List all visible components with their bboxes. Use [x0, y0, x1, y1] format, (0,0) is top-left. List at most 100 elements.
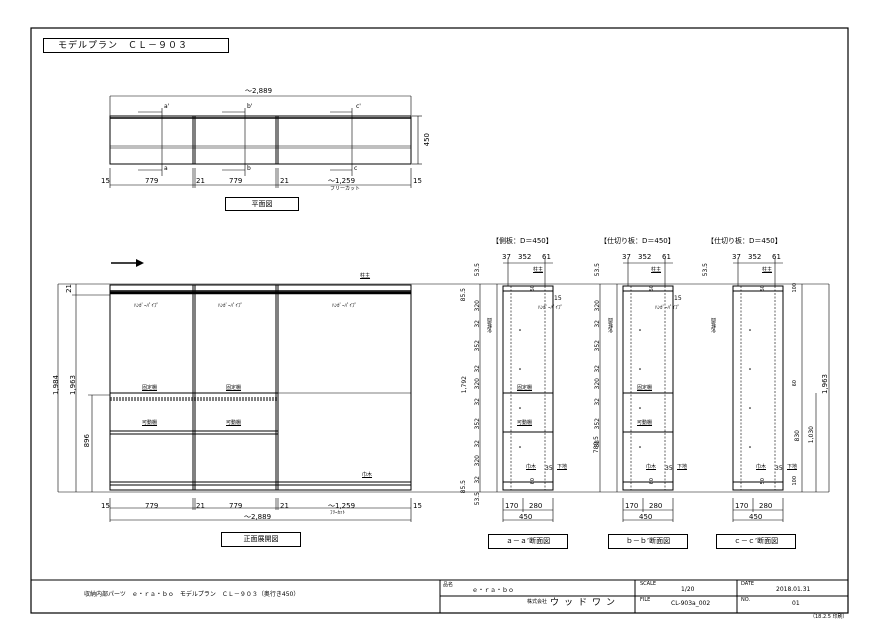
elev-dim-21: 21 — [65, 284, 73, 293]
sec-c-dim-450: 450 — [749, 513, 763, 521]
section-mark-c-top: c' — [356, 103, 361, 110]
section-c-view-label: ｃ－ｃ’断面図 — [716, 534, 796, 549]
sec-b-35: 35 — [665, 465, 673, 472]
title-block-footnote: （18.2.5 印刷） — [810, 614, 848, 620]
sec-c-dim-280: 280 — [759, 502, 773, 510]
section-mark-b-bottom: b — [247, 165, 251, 172]
plan-dim-15-right: 15 — [413, 177, 422, 185]
section-mark-a-bottom: a — [164, 165, 168, 172]
sec-a-top-37: 37 — [502, 253, 511, 261]
elev-dim-15-right: 15 — [413, 502, 422, 510]
sec-b-side-mark: 化粧面 — [608, 318, 614, 333]
sec-a-dim-32-1: 32 — [474, 320, 481, 328]
title-block-company: ウッドワン — [550, 598, 621, 608]
sec-a-side-mark: 化粧面 — [487, 318, 493, 333]
sec-b-dim-352-2: 352 — [594, 418, 601, 430]
elev-hanger-label-2: ﾊﾝｶﾞｰﾊﾟｲﾌﾟ — [218, 303, 244, 309]
sec-a-dim-32-5: 32 — [474, 476, 481, 484]
sec-a-dim-320-1: 320 — [474, 300, 481, 312]
elevation-view-label: 正面展開図 — [221, 532, 301, 547]
sec-a-dim-170: 170 — [505, 502, 519, 510]
sec-b-hanger-label: ﾊﾝｶﾞｰﾊﾟｲﾌﾟ — [655, 305, 681, 311]
elev-dim-779-b: 779 — [229, 502, 243, 510]
sec-b-foot-label: 下地 — [677, 464, 688, 470]
title-block-description: 収納内部パーツ ｅ・ｒａ・ｂｏ モデルプラン ＣＬ－９０３（奥行き450） — [84, 591, 300, 598]
section-a-header: 【側板：D＝450】 — [492, 237, 553, 245]
elev-fixed-shelf-1: 固定棚 — [142, 385, 158, 391]
sec-b-dim-789.5: 789.5 — [593, 436, 600, 454]
elev-movable-shelf-1: 可動棚 — [142, 420, 158, 426]
sec-a-dim-85.5-bottom: 85.5 — [460, 480, 467, 494]
sec-a-top-352: 352 — [518, 253, 532, 261]
title-block-company-label: 株式会社 — [527, 599, 548, 605]
sec-c-top-61: 61 — [772, 253, 781, 261]
title-block-no-label: NO. — [741, 597, 751, 603]
sec-c-dim-1963: 1,963 — [821, 374, 829, 395]
plan-dim-21-a: 21 — [196, 177, 205, 185]
title-block-file: CL-903a_002 — [671, 600, 711, 607]
section-b-view-label: ｂ－ｂ’断面図 — [608, 534, 688, 549]
sec-b-50-top: 50 — [649, 285, 655, 292]
title-block-scale: 1/20 — [681, 586, 695, 593]
sec-b-dim-32-2: 32 — [594, 365, 601, 373]
plan-overall-dim: ～2,889 — [245, 87, 273, 95]
sec-a-dim-85.5-top: 85.5 — [460, 288, 467, 302]
drawing-title: モデルプラン ＣＬ－９０３ — [43, 38, 229, 53]
sec-b-dim-32-1: 32 — [594, 320, 601, 328]
plan-dim-15-left: 15 — [101, 177, 110, 185]
sec-b-15: 15 — [674, 295, 682, 302]
elev-dim-1984: 1,984 — [52, 375, 60, 396]
title-block-no: 01 — [792, 600, 800, 607]
sec-a-dim-352-1: 352 — [474, 340, 481, 352]
sec-a-movable-label: 可動棚 — [517, 420, 533, 426]
sec-c-60-mid: 60 — [792, 380, 798, 387]
sec-c-top-37: 37 — [732, 253, 741, 261]
sec-a-50-top: 50 — [530, 285, 536, 292]
title-block-name-label: 品名 — [443, 582, 454, 588]
sec-c-dim-53.5: 53.5 — [702, 263, 709, 277]
sec-b-fixed-label: 固定棚 — [637, 385, 653, 391]
sec-a-fixed-label: 固定棚 — [517, 385, 533, 391]
sec-a-dim-32-4: 32 — [474, 440, 481, 448]
sec-c-dim-170: 170 — [735, 502, 749, 510]
sec-c-50-bottom: 50 — [760, 478, 766, 485]
elev-overall-dim: ～2,889 — [244, 513, 272, 521]
sec-b-dim-170: 170 — [625, 502, 639, 510]
sec-c-side-mark: 化粧面 — [711, 318, 717, 333]
elev-dim-21-b: 21 — [280, 502, 289, 510]
sec-c-100-top: 100 — [792, 283, 798, 293]
sec-b-top-61: 61 — [662, 253, 671, 261]
sec-b-bottom-label: 巾木 — [646, 464, 657, 470]
sec-a-35: 35 — [545, 465, 553, 472]
sec-b-60-bottom: 60 — [649, 478, 655, 485]
elev-dim-896: 896 — [83, 434, 91, 448]
sec-c-dim-830: 830 — [794, 430, 801, 442]
sec-b-dim-450: 450 — [639, 513, 653, 521]
sec-a-dim-32-2: 32 — [474, 365, 481, 373]
section-c-header: 【仕切り板：D＝450】 — [707, 237, 782, 245]
sec-c-foot-label: 下地 — [787, 464, 798, 470]
sec-a-dim-53.5-bottom: 53.5 — [474, 492, 481, 506]
sec-a-dim-1792: 1,792 — [461, 376, 468, 394]
elev-rod-bottom-label: 巾木 — [362, 472, 373, 478]
elev-dim-15-left: 15 — [101, 502, 110, 510]
sec-a-dim-352-2: 352 — [474, 418, 481, 430]
sec-c-50-top: 50 — [760, 285, 766, 292]
sec-a-dim-280: 280 — [529, 502, 543, 510]
sec-b-rod-label: 柱主 — [651, 267, 662, 273]
plan-dim-779-b: 779 — [229, 177, 243, 185]
sec-a-dim-53.5-top: 53.5 — [474, 263, 481, 277]
elev-dim-779-a: 779 — [145, 502, 159, 510]
section-mark-a-top: a' — [164, 103, 170, 110]
elev-movable-shelf-2: 可動棚 — [226, 420, 242, 426]
elev-hanger-label-1: ﾊﾝｶﾞｰﾊﾟｲﾌﾟ — [134, 303, 160, 309]
plan-view-label: 平面図 — [225, 197, 299, 211]
sec-b-top-352: 352 — [638, 253, 652, 261]
elev-fixed-shelf-2: 固定棚 — [226, 385, 242, 391]
sec-b-dim-352-1: 352 — [594, 340, 601, 352]
sec-c-top-352: 352 — [748, 253, 762, 261]
section-a-view-label: ａ－ａ’断面図 — [488, 534, 568, 549]
sec-a-hanger-label: ﾊﾝｶﾞｰﾊﾟｲﾌﾟ — [538, 305, 564, 311]
